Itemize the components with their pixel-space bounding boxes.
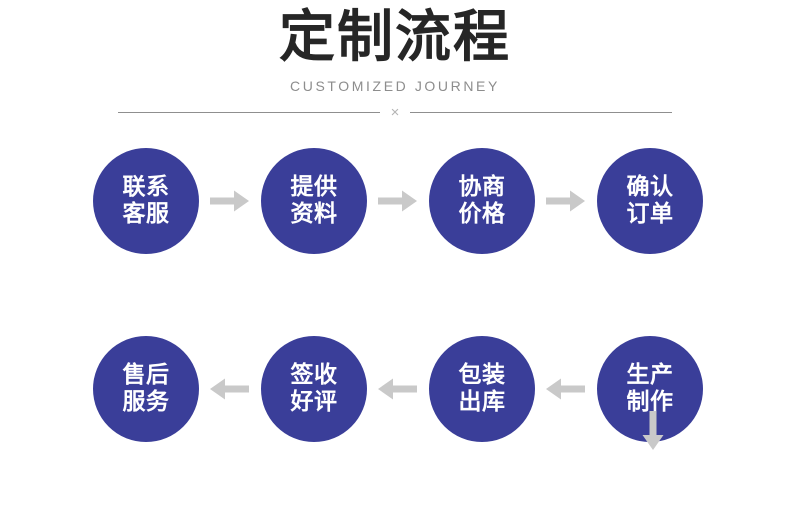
flow-node-label: 签收 好评 xyxy=(290,362,338,415)
page-subtitle: CUSTOMIZED JOURNEY xyxy=(290,78,500,94)
flow-node-label: 包装 出库 xyxy=(458,362,506,415)
flow-node-receipt-review[interactable]: 签收 好评 xyxy=(261,336,367,442)
flow-node-provide-materials[interactable]: 提供 资料 xyxy=(261,148,367,254)
cross-icon: × xyxy=(390,103,400,121)
flow-node-after-sales-service[interactable]: 售后 服务 xyxy=(93,336,199,442)
page-header: 定制流程 CUSTOMIZED JOURNEY xyxy=(0,0,790,96)
flow-node-label: 协商 价格 xyxy=(458,174,506,227)
flow-node-contact-service[interactable]: 联系 客服 xyxy=(93,148,199,254)
flow-row-2: 售后 服务 签收 好评 包装 出库 生产 制作 xyxy=(0,324,790,454)
divider-rule-right xyxy=(410,111,673,113)
flow-node-negotiate-price[interactable]: 协商 价格 xyxy=(429,148,535,254)
flow-node-label: 生产 制作 xyxy=(626,362,674,415)
arrow-right-icon xyxy=(367,184,429,218)
flow-node-confirm-order[interactable]: 确认 订单 xyxy=(597,148,703,254)
divider-rule-left xyxy=(118,111,380,113)
flow-node-label: 确认 订单 xyxy=(626,174,674,227)
flow-node-packaging-shipment[interactable]: 包装 出库 xyxy=(429,336,535,442)
flow-node-production[interactable]: 生产 制作 xyxy=(597,336,703,442)
arrow-left-icon xyxy=(199,372,261,406)
page-title: 定制流程 xyxy=(279,5,511,70)
flow-row-1: 联系 客服 提供 资料 协商 价格 确认 订单 xyxy=(0,136,790,266)
flow-node-label: 联系 客服 xyxy=(122,174,170,227)
arrow-left-icon xyxy=(535,372,597,406)
section-divider: × xyxy=(118,103,673,121)
arrow-right-icon xyxy=(535,184,597,218)
arrow-right-icon xyxy=(199,184,261,218)
flow-node-label: 售后 服务 xyxy=(122,362,170,415)
arrow-left-icon xyxy=(367,372,429,406)
process-flow-diagram: 联系 客服 提供 资料 协商 价格 确认 订单 xyxy=(0,136,790,454)
flow-node-label: 提供 资料 xyxy=(290,174,338,227)
